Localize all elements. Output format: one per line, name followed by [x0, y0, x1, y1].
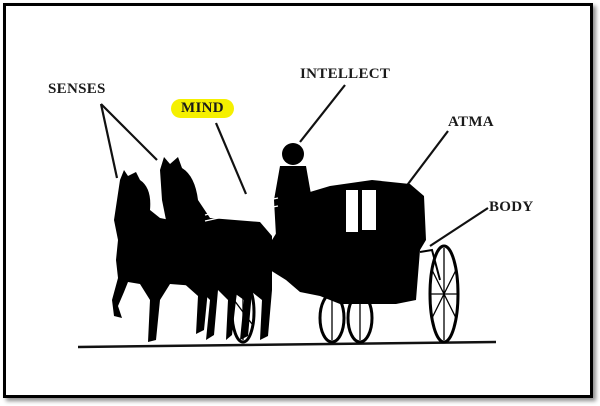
label-senses: SENSES [48, 81, 106, 97]
leader-lines [99, 84, 489, 247]
ground-line [77, 340, 497, 349]
label-atma: ATMA [448, 114, 494, 130]
silhouette [112, 143, 426, 342]
label-mind: MIND [171, 99, 234, 118]
label-body: BODY [489, 199, 534, 215]
label-intellect: INTELLECT [300, 66, 391, 82]
